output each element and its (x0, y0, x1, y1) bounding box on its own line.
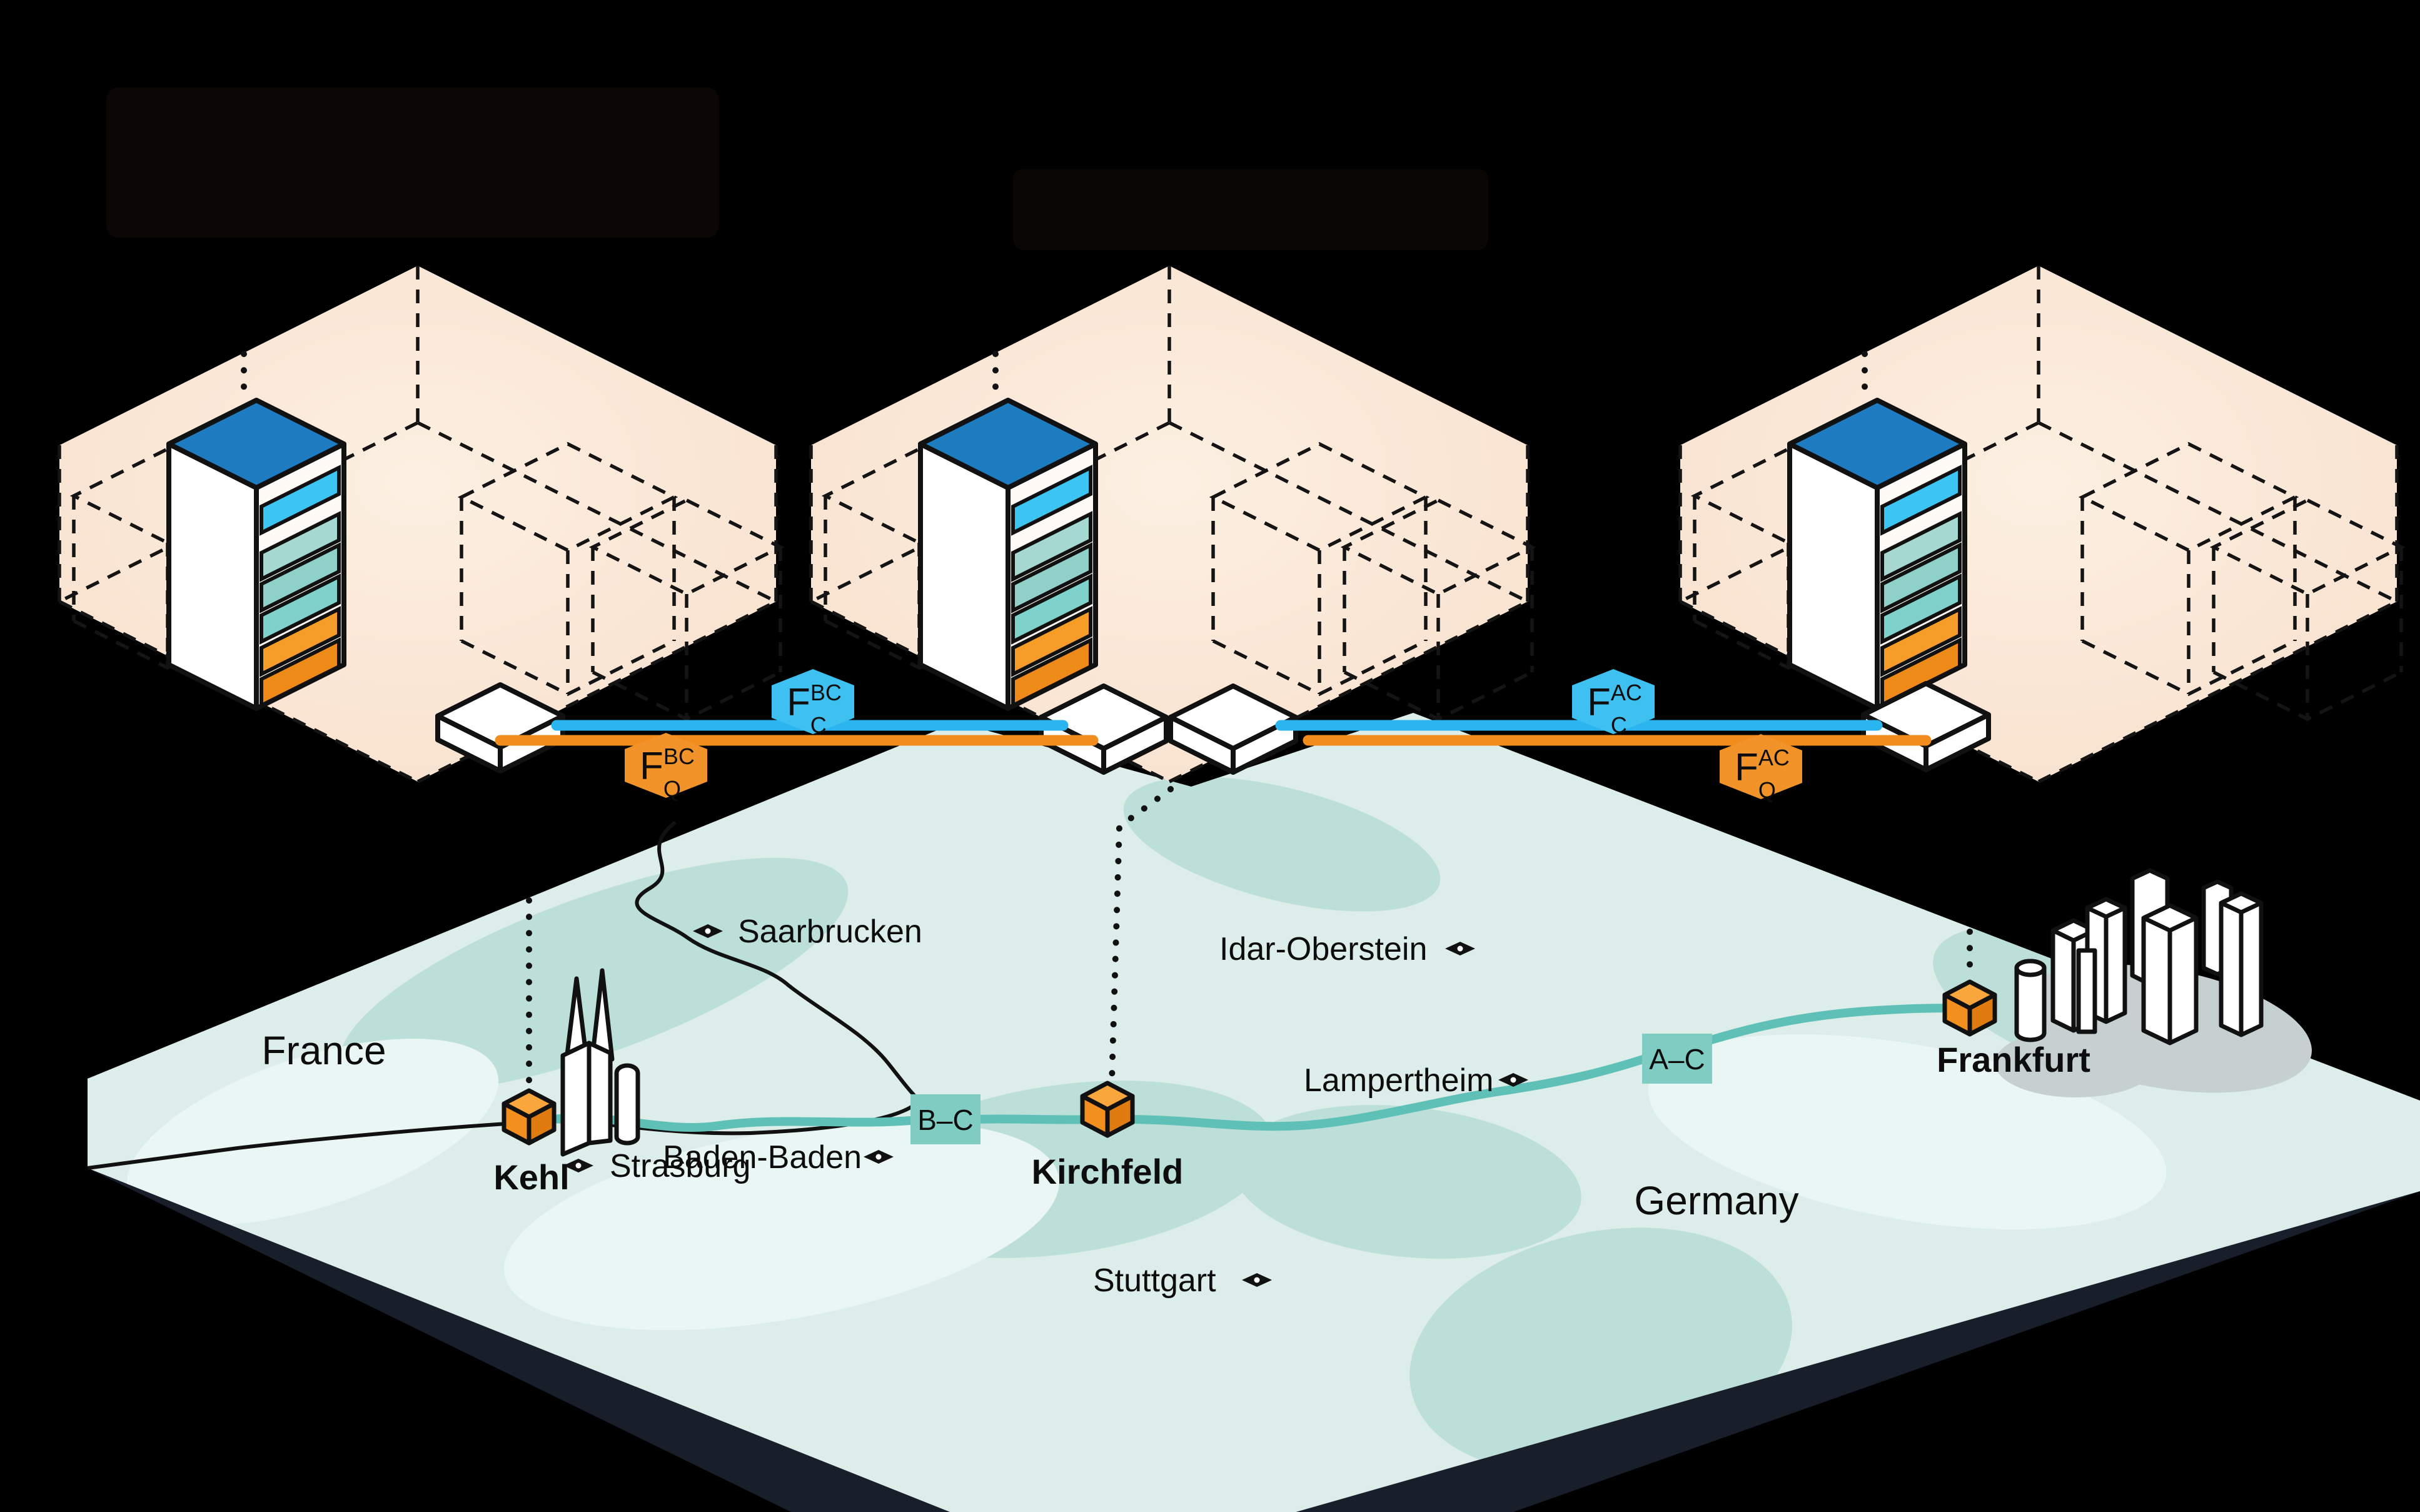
map-slab (87, 713, 2420, 1512)
fiber-label-bc-bg (910, 1094, 981, 1144)
dropline-kirchfeld (1109, 786, 1174, 1084)
fiber-label-bc: B–C (917, 1104, 973, 1136)
redacted-smudge (106, 88, 719, 238)
country-label-germany: Germany (1634, 1178, 1798, 1223)
city-label-idar-oberstein: Idar-Oberstein (1219, 931, 1427, 967)
country-label-france: France (261, 1028, 386, 1073)
fiber-label-ac: A–C (1649, 1043, 1705, 1076)
map-terrain-blobs (126, 777, 2257, 1474)
city-label-strasburg: Strasburg (610, 1148, 750, 1184)
redacted-smudge (1013, 169, 1488, 250)
node-cube-frankfurt (1945, 982, 1995, 1034)
city-label-baden-baden: Baden-Baden (663, 1139, 862, 1176)
node-cube-kehl (504, 1091, 554, 1143)
fiber-segment-labels: B–C A–C (910, 1034, 1712, 1144)
frankfurt-skyline-icon (1995, 868, 2312, 1097)
city-label-saarbrucken: Saarbrucken (738, 914, 922, 950)
city-label-frankfurt: Frankfurt (1937, 1040, 2090, 1079)
fiber-route-line (525, 1004, 1974, 1132)
fiber-label-ac-bg (1642, 1034, 1712, 1084)
map-side-face (88, 1079, 2420, 1512)
city-label-kehl: Kehl (493, 1157, 569, 1197)
strasbourg-cathedral-icon (560, 968, 640, 1157)
node-cube-kirchfeld (1082, 1083, 1132, 1136)
city-label-stuttgart: Stuttgart (1093, 1263, 1216, 1299)
city-label-kirchfeld: Kirchfeld (1032, 1152, 1184, 1191)
city-label-lampertheim: Lampertheim (1304, 1062, 1493, 1099)
